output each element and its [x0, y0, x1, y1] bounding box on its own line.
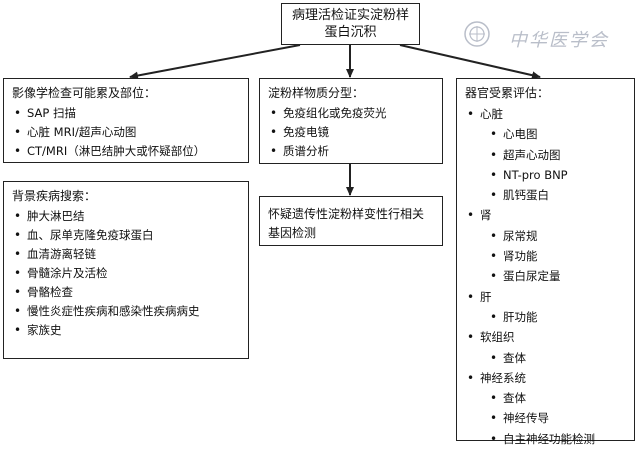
- amyloid-typing-item: 免疫电镜: [268, 123, 434, 142]
- organ-soft-tissue: 软组织: [465, 327, 626, 348]
- organ-nervous-system-test: 神经传导: [465, 408, 626, 429]
- organ-nervous-system-test: 自主神经功能检测: [465, 429, 626, 449]
- background-item: 骨髓涂片及活检: [12, 264, 240, 283]
- seal-icon: [464, 21, 490, 47]
- organ-nervous-system: 神经系统: [465, 368, 626, 389]
- organ-liver-test: 肝功能: [465, 307, 626, 328]
- imaging-heading: 影像学检查可能累及部位：: [12, 86, 157, 100]
- organ-heart: 心脏: [465, 104, 626, 125]
- organ-kidney: 肾: [465, 205, 626, 226]
- organ-kidney-test: 肾功能: [465, 246, 626, 267]
- amyloid-typing-heading: 淀粉样物质分型：: [268, 86, 365, 100]
- organ-heading: 器官受累评估：: [465, 86, 550, 100]
- background-item: 慢性炎症性疾病和感染性疾病病史: [12, 302, 240, 321]
- background-item: 骨骼检查: [12, 283, 240, 302]
- background-item: 血、尿单克隆免疫球蛋白: [12, 226, 240, 245]
- background-item: 家族史: [12, 321, 240, 340]
- organ-kidney-test: 蛋白尿定量: [465, 266, 626, 287]
- imaging-item: CT/MRI（淋巴结肿大或怀疑部位）: [12, 142, 240, 161]
- amyloid-typing-item: 质谱分析: [268, 142, 434, 161]
- watermark-text: 中华医学会: [509, 30, 609, 51]
- arrow-to-organ-assessment: [399, 44, 541, 80]
- background-item: 肿大淋巴结: [12, 207, 240, 226]
- organ-heart-test: 肌钙蛋白: [465, 185, 626, 206]
- arrow-to-imaging: [129, 44, 301, 80]
- imaging-box: 影像学检查可能累及部位： SAP 扫描 心脏 MRI/超声心动图 CT/MRI（…: [3, 78, 249, 163]
- background-heading: 背景疾病搜索：: [12, 189, 97, 203]
- organ-kidney-test: 尿常规: [465, 226, 626, 247]
- genetic-testing-box: 怀疑遗传性淀粉样变性行相关基因检测: [259, 196, 443, 246]
- amyloid-typing-box: 淀粉样物质分型： 免疫组化或免疫荧光 免疫电镜 质谱分析: [259, 78, 443, 164]
- amyloid-typing-item: 免疫组化或免疫荧光: [268, 104, 434, 123]
- organ-heart-test: 心电图: [465, 124, 626, 145]
- organ-liver: 肝: [465, 287, 626, 308]
- organ-soft-tissue-test: 查体: [465, 348, 626, 369]
- background-item: 血清游离轻链: [12, 245, 240, 264]
- organ-heart-test: 超声心动图: [465, 145, 626, 166]
- organ-assessment-box: 器官受累评估： 心脏 心电图 超声心动图 NT-pro BNP 肌钙蛋白 肾 尿…: [456, 78, 635, 449]
- organ-nervous-system-test: 查体: [465, 388, 626, 409]
- organ-heart-test: NT-pro BNP: [465, 165, 626, 186]
- watermark: 中华医学会: [463, 21, 623, 58]
- diagnosis-title: 病理活检证实淀粉样蛋白沉积: [281, 3, 420, 45]
- background-disease-box: 背景疾病搜索： 肿大淋巴结 血、尿单克隆免疫球蛋白 血清游离轻链 骨髓涂片及活检…: [3, 181, 249, 359]
- imaging-item: SAP 扫描: [12, 104, 240, 123]
- imaging-item: 心脏 MRI/超声心动图: [12, 123, 240, 142]
